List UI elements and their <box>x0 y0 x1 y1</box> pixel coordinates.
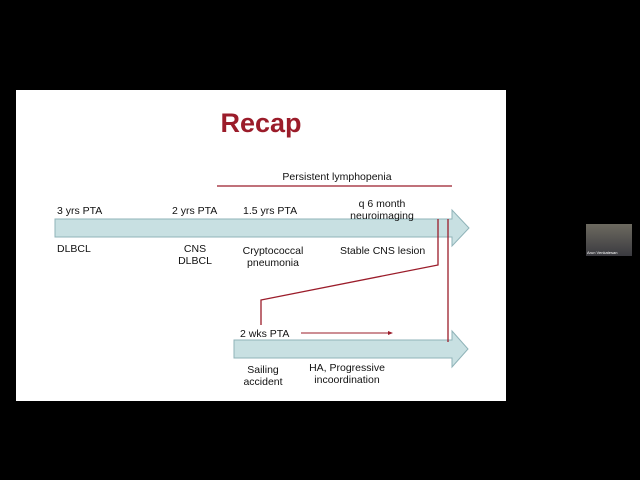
participant-name: Arun Venkatesan <box>587 250 618 255</box>
event-label: CNS DLBCL <box>178 243 212 267</box>
event-label: Cryptococcal pneumonia <box>242 245 304 269</box>
timeline-arrow-1 <box>54 208 470 248</box>
event-label: Stable CNS lesion <box>340 245 426 257</box>
time-label: 1.5 yrs PTA <box>243 205 298 217</box>
time-label: 2 yrs PTA <box>172 205 218 217</box>
participant-video-thumbnail[interactable]: Arun Venkatesan <box>586 224 632 256</box>
time-label: q 6 month neuroimaging <box>350 198 414 222</box>
progression-arrowhead <box>388 331 393 335</box>
lymphopenia-label: Persistent lymphopenia <box>282 171 392 183</box>
connector-line <box>260 219 439 325</box>
time-label: 2 wks PTA <box>240 328 290 340</box>
event-label: DLBCL <box>57 243 91 255</box>
time-label: 3 yrs PTA <box>57 205 103 217</box>
event-label: HA, Progressive incoordination <box>309 362 385 386</box>
timeline-arrow-2 <box>233 329 469 369</box>
event-label: Sailing accident <box>243 364 283 388</box>
slide-title: Recap <box>220 108 302 138</box>
